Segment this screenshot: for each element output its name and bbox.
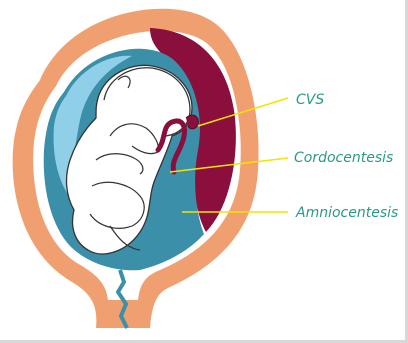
amniocentesis-label: Amniocentesis [296, 205, 398, 221]
cvs-label: CVS [296, 92, 324, 108]
cordocentesis-label: Cordocentesis [294, 150, 393, 166]
cvs-sampling-site [186, 115, 198, 129]
